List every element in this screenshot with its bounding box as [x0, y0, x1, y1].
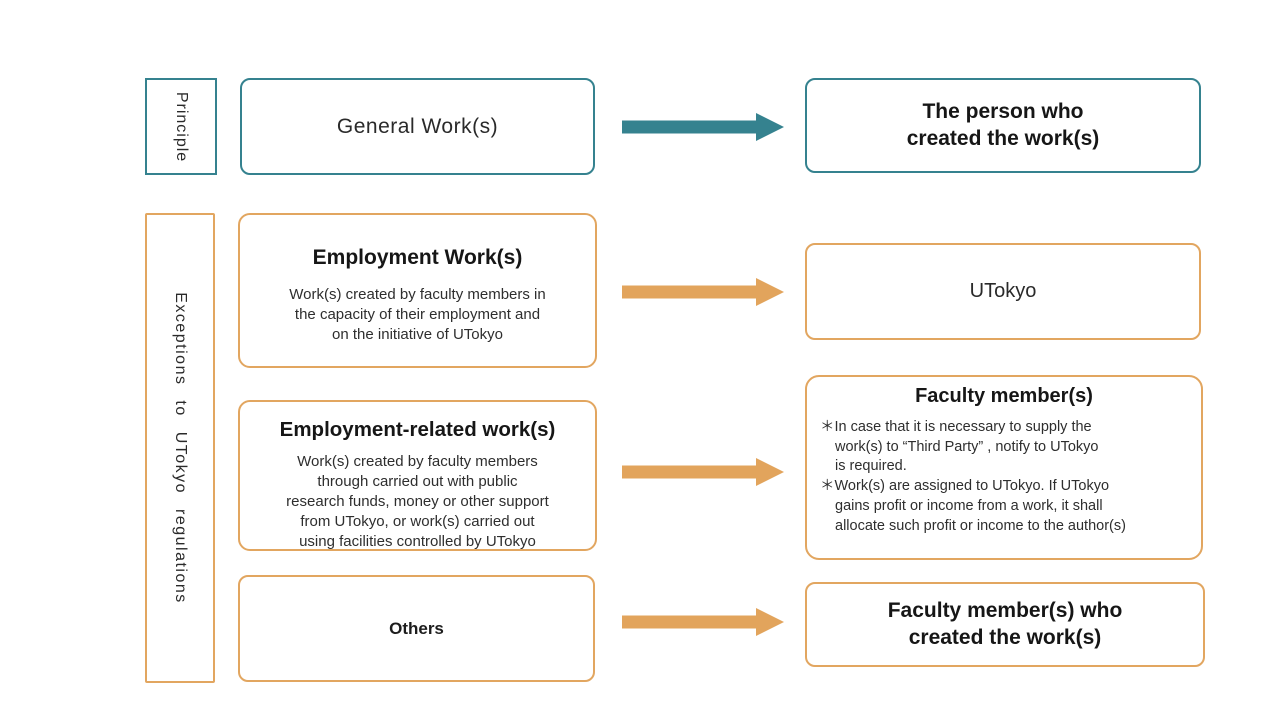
employment-work-box: Employment Work(s) Work(s) created by fa… — [238, 213, 597, 368]
employment-work-title: Employment Work(s) — [312, 246, 523, 269]
general-work-box: General Work(s) — [240, 78, 595, 175]
exceptions-group-label-box: Exceptions to UTokyo regulations — [145, 213, 215, 683]
faculty-member-note-1: ＊In case that it is necessary to supply … — [820, 419, 1099, 475]
others-title: Others — [389, 618, 444, 638]
arrow-employment-to-utokyo — [622, 278, 784, 306]
faculty-created-box: Faculty member(s) who created the work(s… — [805, 582, 1205, 667]
arrow-shaft — [622, 120, 756, 134]
arrow-shaft — [622, 465, 756, 479]
arrow-general-to-person — [622, 113, 784, 141]
others-box: Others — [238, 575, 595, 682]
arrow-others-to-faculty — [622, 608, 784, 636]
principle-group-label-box: Principle — [145, 78, 217, 175]
arrow-related-to-faculty — [622, 458, 784, 486]
exceptions-group-label: Exceptions to UTokyo regulations — [172, 292, 189, 604]
arrow-shaft — [622, 615, 756, 629]
utokyo-box: UTokyo — [805, 243, 1201, 340]
person-created-box: The person who created the work(s) — [805, 78, 1201, 173]
arrow-shaft — [622, 285, 756, 299]
principle-group-label: Principle — [173, 91, 190, 162]
faculty-member-box: Faculty member(s) ＊In case that it is ne… — [805, 375, 1203, 560]
faculty-member-note-2: ＊Work(s) are assigned to UTokyo. If UTok… — [820, 478, 1126, 534]
arrow-head-icon — [756, 278, 784, 306]
arrow-head-icon — [756, 113, 784, 141]
general-work-title: General Work(s) — [336, 114, 499, 138]
arrow-head-icon — [756, 608, 784, 636]
person-created-title: The person who created the work(s) — [906, 100, 1100, 150]
employment-work-body: Work(s) created by faculty members in th… — [289, 286, 546, 344]
arrow-head-icon — [756, 458, 784, 486]
utokyo-title: UTokyo — [969, 280, 1037, 302]
employment-related-body: Work(s) created by faculty members throu… — [286, 453, 549, 550]
faculty-created-title: Faculty member(s) who created the work(s… — [887, 599, 1123, 649]
employment-related-title: Employment-related work(s) — [279, 418, 556, 441]
employment-related-box: Employment-related work(s) Work(s) creat… — [238, 400, 597, 551]
faculty-member-title: Faculty member(s) — [915, 385, 1093, 407]
